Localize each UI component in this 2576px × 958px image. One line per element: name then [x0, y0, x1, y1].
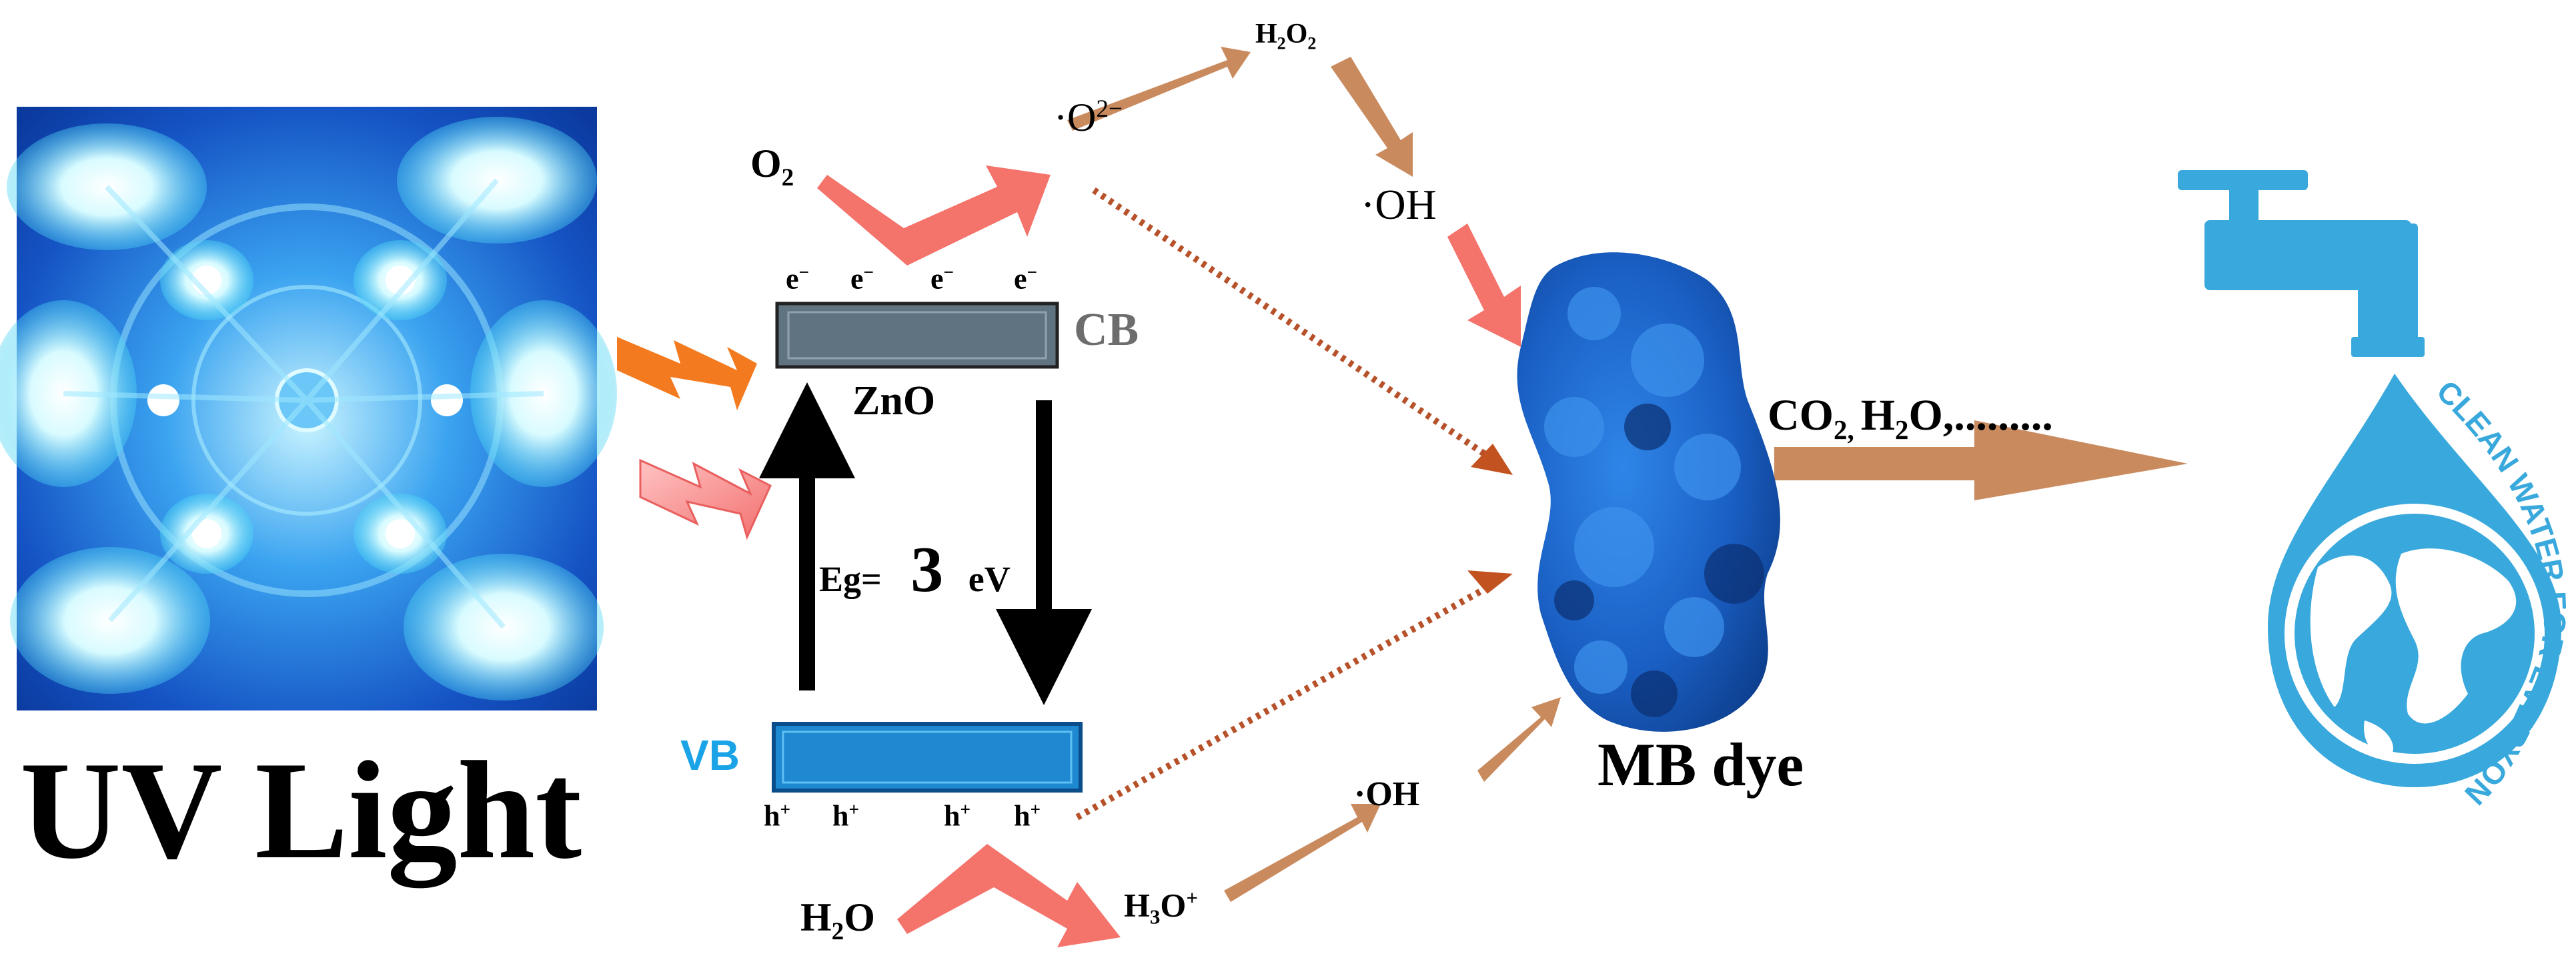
product-arrow: [1774, 420, 2188, 500]
o2-label: O2: [750, 141, 794, 191]
products-label: CO2,H2O,.........: [1768, 391, 2053, 446]
h2o-oxidation-arrow: [897, 844, 1121, 947]
hole-1: h+: [764, 799, 791, 833]
cb-label: CB: [1074, 304, 1139, 356]
water-tap-icon: [2178, 170, 2425, 357]
hole-2: h+: [832, 799, 860, 833]
clean-water-drop-icon: [2268, 374, 2561, 787]
electron-4: e−: [1014, 262, 1038, 296]
h3o-plus-label: H3O+: [1124, 886, 1198, 929]
superoxide-label: ·O2−: [1054, 95, 1123, 139]
h2o-label: H2O: [800, 895, 875, 945]
electron-1: e−: [786, 262, 810, 296]
o2-reduction-arrow: [817, 165, 1051, 266]
oh-radical-top-label: ·OH: [1361, 181, 1437, 228]
h2o2-label: H2O2: [1255, 19, 1317, 53]
dotted-arrows: [1075, 187, 1496, 821]
zno-label: ZnO: [852, 378, 936, 424]
oh-to-dye-arrow: [1447, 223, 1521, 347]
hole-4: h+: [1014, 799, 1041, 833]
mb-dye-label: MB dye: [1597, 731, 1804, 799]
electron-2: e−: [850, 262, 874, 296]
hole-3: h+: [944, 799, 971, 833]
brown-arrows: [1067, 47, 1561, 902]
uv-reactor-image: [0, 107, 617, 710]
mb-dye-image: [1517, 252, 1780, 732]
conduction-band: [775, 302, 1059, 369]
electron-3: e−: [930, 262, 954, 296]
vb-label: VB: [680, 731, 740, 779]
lightning-bolt-pink-icon: [639, 458, 772, 540]
valence-band: [772, 722, 1083, 793]
band-gap-label: Eg= 3 eV: [819, 534, 1011, 606]
lightning-bolt-orange-icon: [617, 337, 757, 410]
oh-radical-bottom-label: ·OH: [1354, 775, 1420, 813]
uv-light-label: UV Light: [20, 733, 582, 888]
